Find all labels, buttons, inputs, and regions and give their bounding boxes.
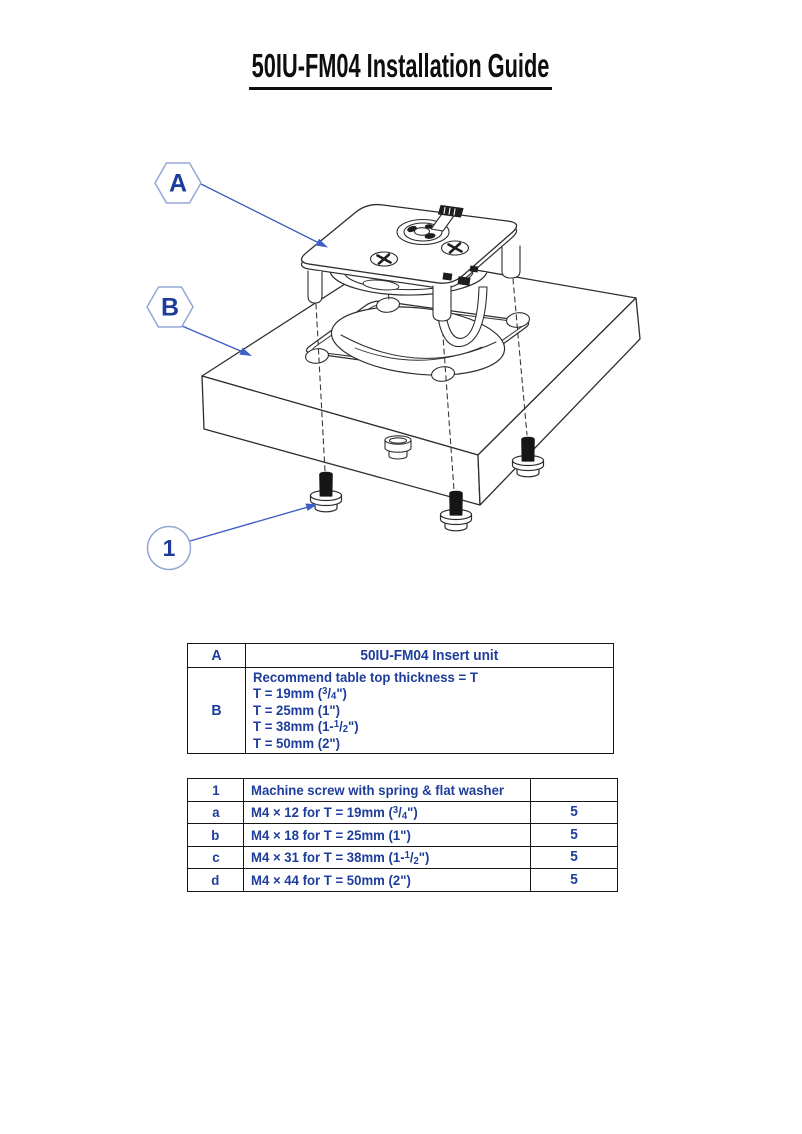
installation-diagram: A B 1 — [146, 162, 641, 571]
screw-qty-d: 5 — [530, 868, 618, 892]
screw-desc-a: M4 × 12 for T = 19mm (3/4") — [243, 800, 531, 824]
callout-a-label: A — [169, 170, 187, 198]
insert-unit-drawing — [300, 203, 521, 348]
screw-row-d: d M4 × 44 for T = 50mm (2") 5 — [187, 868, 618, 892]
legend-row-b: B Recommend table top thickness = T T = … — [187, 667, 614, 754]
screw-key-a: a — [187, 800, 244, 824]
thickness-line-1: Recommend table top thickness = T — [253, 669, 478, 685]
legend-row-a: A 50IU-FM04 Insert unit — [187, 643, 614, 668]
screw-key-b-text: b — [211, 826, 220, 843]
page-title: 50IU-FM04 Installation Guide — [0, 47, 802, 90]
screw-key-d: d — [187, 868, 244, 892]
latch-mechanism — [442, 265, 479, 286]
screw-desc-c: M4 × 31 for T = 38mm (1-1/2") — [243, 845, 531, 869]
callout-b-hexagon: B — [146, 286, 194, 328]
legend-value-b: Recommend table top thickness = T T = 19… — [245, 667, 614, 754]
screw-desc-d: M4 × 44 for T = 50mm (2") — [243, 868, 531, 892]
screw-header-key: 1 — [187, 778, 244, 802]
table-top-drawing — [201, 254, 641, 506]
screw-desc-b-text: M4 × 18 for T = 25mm (1") — [251, 826, 411, 843]
legend-value-a: 50IU-FM04 Insert unit — [245, 643, 614, 668]
screw-header-label-text: Machine screw with spring & flat washer — [251, 781, 505, 798]
screw-qty-a: 5 — [530, 800, 618, 824]
thickness-line-4: T = 38mm (1-1/2") — [253, 717, 359, 735]
screw-row-a: a M4 × 12 for T = 19mm (3/4") 5 — [187, 800, 618, 824]
screw-key-d-text: d — [211, 871, 220, 888]
mounting-stud-drawing — [384, 435, 412, 460]
cutout-corner-holes — [305, 297, 530, 382]
screw-desc-b: M4 × 18 for T = 25mm (1") — [243, 823, 531, 847]
insert-legs — [307, 245, 521, 322]
thickness-line-2: T = 19mm (3/4") — [253, 684, 347, 702]
screw-key-a-text: a — [211, 804, 220, 821]
leader-arrow-1 — [189, 503, 318, 542]
latch-lever — [430, 204, 464, 232]
screw-key-c: c — [187, 845, 244, 869]
screw-key-b: b — [187, 823, 244, 847]
callout-b-label: B — [161, 294, 179, 322]
leader-arrow-b — [181, 325, 252, 356]
screw-qty-c: 5 — [530, 845, 618, 869]
screw-key-c-text: c — [211, 849, 220, 866]
callout-1-circle: 1 — [146, 525, 192, 571]
screw-qty-d-text: 5 — [570, 871, 578, 888]
screw-header-qty — [530, 778, 618, 802]
legend-key-b: B — [187, 667, 246, 754]
screw-desc-c-text: M4 × 31 for T = 38mm (1-1/2") — [251, 849, 430, 867]
screw-row-c: c M4 × 31 for T = 38mm (1-1/2") 5 — [187, 845, 618, 869]
legend-key-a: A — [187, 643, 246, 668]
leader-arrow-a — [200, 183, 328, 248]
screw-table: 1 Machine screw with spring & flat washe… — [187, 778, 618, 892]
screw-qty-a-text: 5 — [570, 804, 578, 821]
legend-key-a-text: A — [211, 647, 222, 664]
screw-row-b: b M4 × 18 for T = 25mm (1") 5 — [187, 823, 618, 847]
screw-desc-d-text: M4 × 44 for T = 50mm (2") — [251, 871, 411, 888]
page-title-text: 50IU-FM04 Installation Guide — [249, 47, 553, 90]
screw-qty-b-text: 5 — [570, 826, 578, 843]
legend-table: A 50IU-FM04 Insert unit B Recommend tabl… — [187, 643, 614, 754]
thickness-line-5: T = 50mm (2") — [253, 735, 341, 751]
thickness-line-3: T = 25mm (1") — [253, 702, 341, 718]
screw-desc-a-text: M4 × 12 for T = 19mm (3/4") — [251, 804, 418, 822]
legend-value-a-text: 50IU-FM04 Insert unit — [360, 647, 499, 664]
callout-a-hexagon: A — [154, 162, 202, 204]
screw-qty-c-text: 5 — [570, 849, 578, 866]
screw-header-label: Machine screw with spring & flat washer — [243, 778, 531, 802]
callouts: A B 1 — [146, 162, 328, 571]
screw-table-header-row: 1 Machine screw with spring & flat washe… — [187, 778, 618, 802]
legend-key-b-text: B — [211, 701, 222, 719]
callout-1-label: 1 — [163, 535, 176, 561]
screw-header-key-text: 1 — [211, 781, 220, 798]
plate-screw-heads — [369, 240, 470, 267]
screw-qty-b: 5 — [530, 823, 618, 847]
